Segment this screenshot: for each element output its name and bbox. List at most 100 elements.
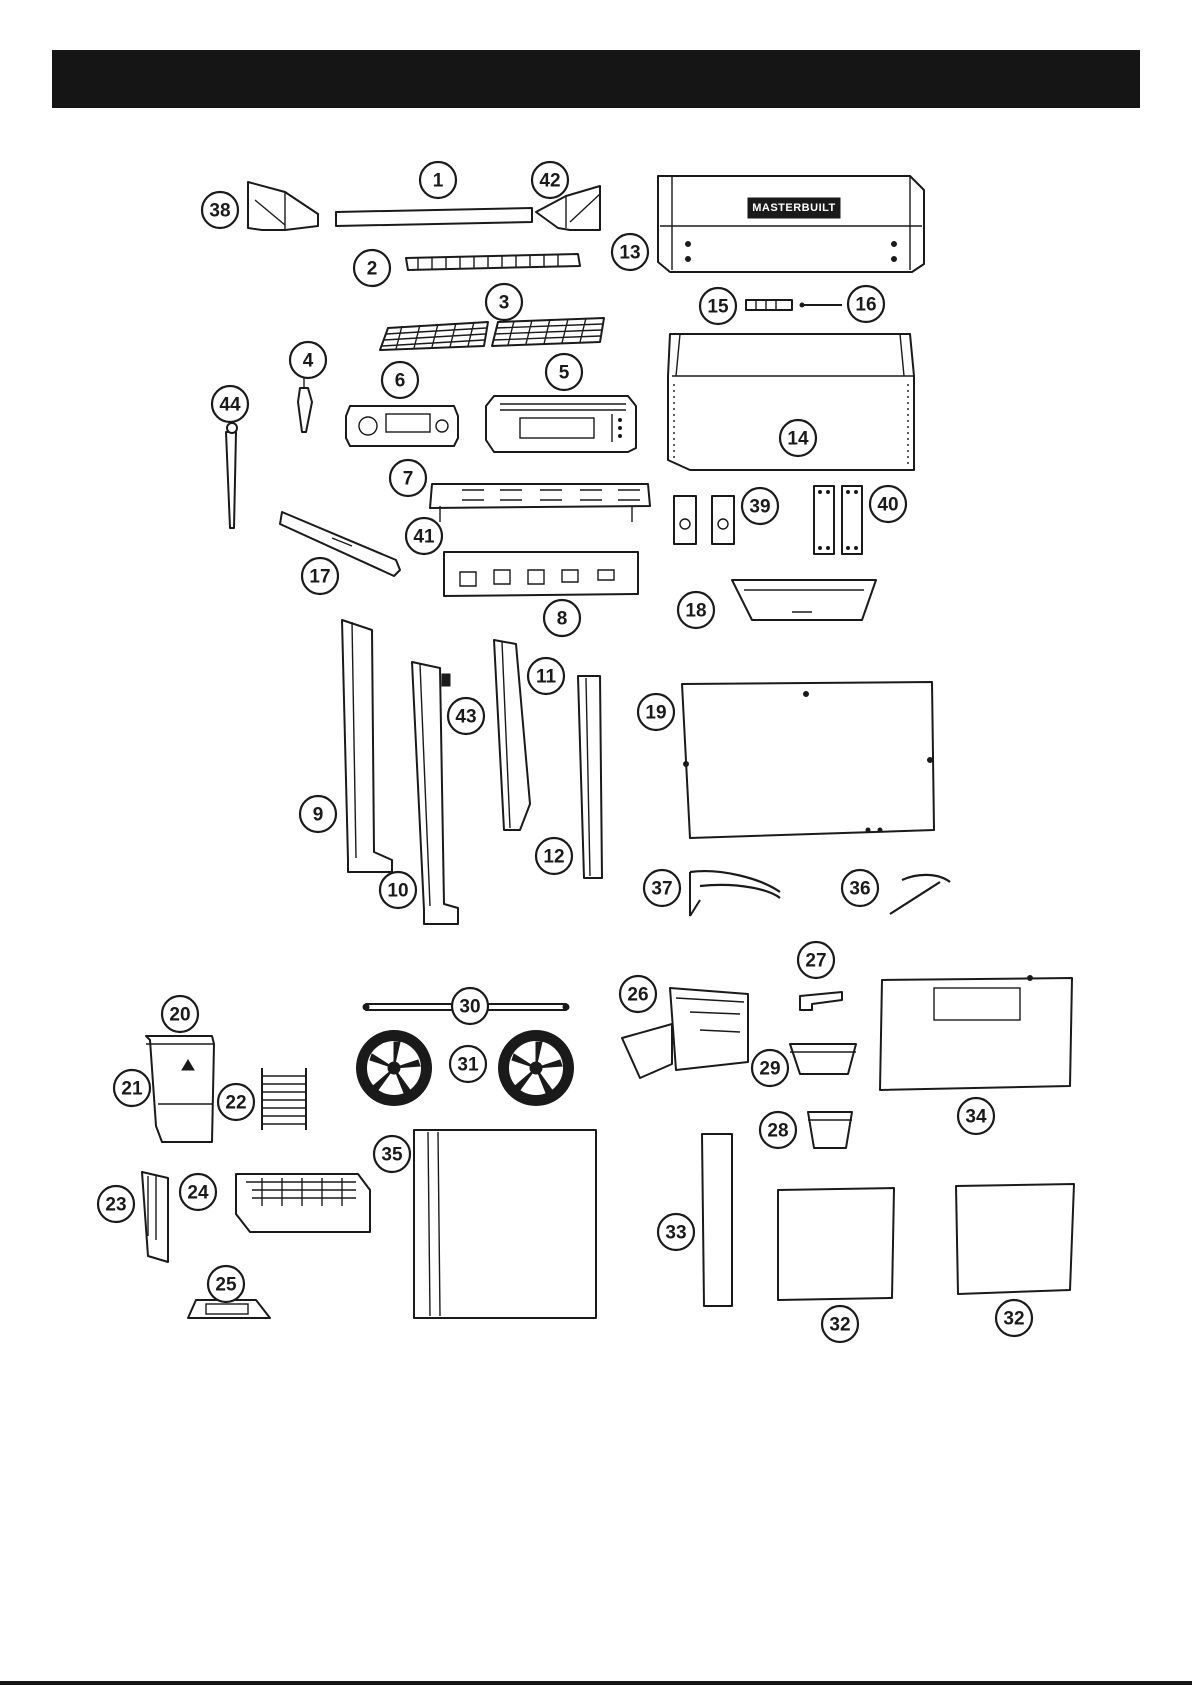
svg-text:29: 29 — [759, 1059, 780, 1080]
part-2-grate-strip — [406, 254, 580, 270]
callout-40: 40 — [870, 486, 906, 522]
part-36-probe — [890, 875, 950, 914]
svg-text:22: 22 — [225, 1093, 246, 1114]
callout-5: 5 — [546, 354, 582, 390]
svg-text:7: 7 — [403, 469, 414, 490]
part-9-leg — [342, 620, 392, 872]
callout-32-right: 32 — [996, 1300, 1032, 1336]
callout-42: 42 — [532, 162, 568, 198]
svg-text:24: 24 — [187, 1183, 209, 1204]
part-32-door-right — [956, 1184, 1074, 1294]
callout-13: 13 — [612, 234, 648, 270]
callout-27: 27 — [798, 942, 834, 978]
callout-15: 15 — [700, 288, 736, 324]
svg-text:1: 1 — [433, 171, 444, 192]
callout-23: 23 — [98, 1186, 134, 1222]
part-20-21-side-box — [146, 1036, 214, 1142]
callout-29: 29 — [752, 1050, 788, 1086]
part-24-burner-box — [236, 1174, 370, 1232]
svg-text:36: 36 — [849, 879, 870, 900]
callout-34: 34 — [958, 1098, 994, 1134]
callout-41: 41 — [406, 518, 442, 554]
svg-text:38: 38 — [209, 201, 230, 222]
part-28-bin — [808, 1112, 852, 1148]
svg-text:33: 33 — [665, 1223, 686, 1244]
svg-text:32: 32 — [1003, 1309, 1024, 1330]
part-35-side-panel — [414, 1130, 596, 1318]
part-10-leg — [412, 662, 458, 924]
callout-43: 43 — [448, 698, 484, 734]
svg-text:16: 16 — [855, 295, 876, 316]
svg-text:34: 34 — [965, 1107, 987, 1128]
callout-10: 10 — [380, 872, 416, 908]
part-12-leg — [578, 676, 602, 878]
part-38-left-funnel — [248, 182, 318, 230]
part-4-probe-clip — [298, 372, 312, 432]
part-40-straps — [814, 486, 862, 554]
part-23-frame — [142, 1172, 168, 1262]
part-37-power-cord — [690, 871, 780, 916]
callout-18: 18 — [678, 592, 714, 628]
svg-text:21: 21 — [121, 1079, 143, 1100]
part-44-antenna — [226, 423, 237, 528]
svg-text:37: 37 — [651, 879, 672, 900]
callout-33: 33 — [658, 1214, 694, 1250]
callout-12: 12 — [536, 838, 572, 874]
svg-text:14: 14 — [787, 429, 809, 450]
svg-text:10: 10 — [387, 881, 408, 902]
part-8-vent-plate — [444, 552, 638, 596]
svg-text:4: 4 — [303, 351, 314, 372]
svg-text:35: 35 — [381, 1145, 403, 1166]
svg-text:3: 3 — [499, 293, 510, 314]
svg-text:26: 26 — [627, 985, 648, 1006]
svg-text:40: 40 — [877, 495, 898, 516]
footer-rule — [0, 1681, 1192, 1685]
callout-8: 8 — [544, 600, 580, 636]
callout-6: 6 — [382, 362, 418, 398]
svg-text:43: 43 — [455, 707, 476, 728]
part-34-panel — [880, 976, 1072, 1091]
part-3-cooking-grates — [380, 318, 604, 350]
callout-19: 19 — [638, 694, 674, 730]
part-11-leg — [494, 640, 530, 830]
callout-32-left: 32 — [822, 1306, 858, 1342]
part-6-control-panel — [346, 406, 458, 446]
callout-26: 26 — [620, 976, 656, 1012]
callout-38: 38 — [202, 192, 238, 228]
brand-logo: MASTERBUILT — [752, 202, 836, 214]
svg-text:2: 2 — [367, 259, 378, 280]
svg-text:6: 6 — [395, 371, 406, 392]
svg-text:9: 9 — [313, 805, 324, 826]
part-17-angled-plate — [280, 512, 400, 576]
callout-39: 39 — [742, 488, 778, 524]
callout-37: 37 — [644, 870, 680, 906]
callout-44: 44 — [212, 386, 248, 422]
svg-text:17: 17 — [309, 567, 330, 588]
svg-text:11: 11 — [536, 667, 557, 688]
svg-text:25: 25 — [215, 1275, 237, 1296]
svg-text:15: 15 — [707, 297, 729, 318]
svg-text:18: 18 — [685, 601, 706, 622]
callout-14: 14 — [780, 420, 816, 456]
callout-3: 3 — [486, 284, 522, 320]
svg-text:32: 32 — [829, 1315, 850, 1336]
svg-text:31: 31 — [457, 1055, 479, 1076]
callout-17: 17 — [302, 558, 338, 594]
callout-16: 16 — [848, 286, 884, 322]
svg-text:41: 41 — [413, 527, 435, 548]
part-29-bin — [790, 1044, 856, 1074]
callout-25: 25 — [208, 1266, 244, 1302]
callout-22: 22 — [218, 1084, 254, 1120]
part-1-bar — [336, 208, 532, 226]
part-33-strip — [702, 1134, 732, 1306]
part-13-lid: MASTERBUILT — [658, 176, 924, 272]
part-7-heat-shield — [430, 484, 650, 522]
svg-text:42: 42 — [539, 171, 560, 192]
callout-20: 20 — [162, 996, 198, 1032]
svg-text:23: 23 — [105, 1195, 126, 1216]
callout-4: 4 — [290, 342, 326, 378]
svg-text:19: 19 — [645, 703, 666, 724]
part-22-ladder-grate — [262, 1068, 306, 1130]
part-32-door-left — [778, 1188, 894, 1300]
svg-text:5: 5 — [559, 363, 570, 384]
